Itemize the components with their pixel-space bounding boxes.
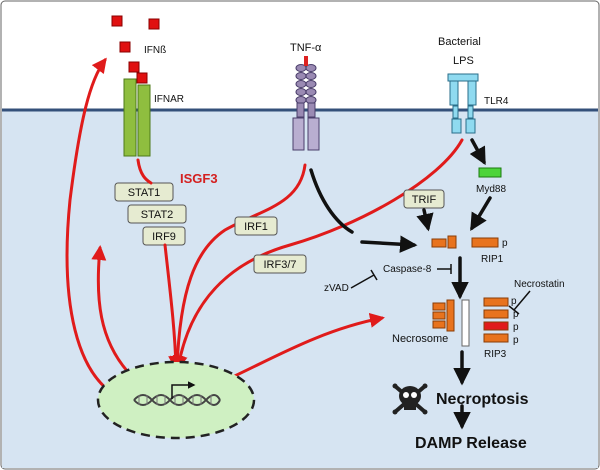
ifnb-ligand — [148, 18, 160, 30]
skull-crossbones-icon — [392, 383, 428, 415]
nucleus-to-ifnb-arrow — [65, 57, 127, 402]
tnf-to-rip1-curve — [309, 168, 354, 234]
irf9-box: IRF9 — [142, 226, 186, 246]
myd88-to-rip1-arrow — [470, 196, 492, 232]
irf1-label: IRF1 — [244, 221, 268, 233]
ifnb-label: IFNß — [144, 45, 166, 56]
tlr4-receptor — [447, 73, 479, 134]
irf1-box: IRF1 — [234, 216, 278, 236]
ifnar-receptor — [123, 78, 151, 157]
necrostatin-inhibition-bar — [508, 290, 531, 315]
tnf-to-rip1-arrow — [360, 235, 418, 253]
tnf-receptor — [292, 64, 320, 151]
damp-release-label: DAMP Release — [415, 435, 527, 452]
red-pathway-arrows — [65, 57, 464, 402]
trif-box: TRIF — [403, 189, 445, 209]
rip3-label: RIP3 — [484, 349, 507, 360]
transcription-start-arrow — [171, 381, 196, 399]
tlr4-label: TLR4 — [484, 96, 509, 107]
lps-label: LPS — [453, 55, 474, 67]
zvad-inhibition-bar — [350, 269, 378, 289]
rip1-label: RIP1 — [481, 254, 504, 265]
necroptosis-label: Necroptosis — [436, 391, 529, 408]
tnf-to-nucleus-arrow — [169, 163, 307, 371]
ifnb-ligand — [128, 61, 140, 73]
bacterial-label: Bacterial — [438, 36, 481, 48]
nucleus-to-necrosome-arrow — [224, 312, 385, 382]
ifnb-ligands — [111, 15, 160, 84]
trif-to-rip1-arrow — [416, 208, 434, 232]
ifnar-label: IFNAR — [154, 94, 184, 105]
black-pathway-arrows — [309, 138, 492, 430]
zvad-label: zVAD — [324, 283, 349, 294]
necrosome-phospho-p: p — [513, 309, 519, 320]
necrosome-phospho-p: p — [511, 296, 517, 307]
stat1-label: STAT1 — [128, 187, 161, 199]
rip1-complex — [431, 235, 499, 249]
nucleus — [96, 360, 256, 440]
trif-label: TRIF — [412, 194, 437, 206]
ifnar-to-isgf3-arrow — [136, 158, 153, 185]
caspase8-label: Caspase-8 — [383, 264, 432, 275]
stat1-box: STAT1 — [114, 182, 174, 202]
myd88-protein — [478, 167, 502, 178]
irf37-label: IRF3/7 — [263, 259, 296, 271]
isgf3-label: ISGF3 — [180, 171, 218, 186]
myd88-label: Myd88 — [476, 184, 506, 195]
irf9-label: IRF9 — [152, 231, 176, 243]
rip1-phospho-p: p — [502, 238, 508, 249]
ifnb-ligand — [111, 15, 123, 27]
tlr4-trif-to-nucleus-arrow — [172, 138, 464, 371]
cytoplasm-region — [2, 110, 598, 468]
irf37-box: IRF3/7 — [253, 254, 307, 274]
ifnb-ligand — [119, 41, 131, 53]
dna-helix-icon — [133, 381, 221, 406]
stat2-box: STAT2 — [127, 204, 187, 224]
ifnb-ligand — [136, 72, 148, 84]
caspase8-inhibition-bar — [437, 264, 452, 274]
tnf-alpha-label: TNF-α — [290, 42, 322, 54]
necrosome-phospho-p: p — [513, 322, 519, 333]
stat2-label: STAT2 — [141, 209, 174, 221]
nucleus-to-isgf3-arrow — [91, 245, 130, 374]
necrosome-complex — [432, 297, 509, 347]
tlr4-to-myd88-arrow — [469, 138, 486, 166]
necrosome-phospho-p: p — [513, 335, 519, 346]
necrostatin-label: Necrostatin — [514, 279, 565, 290]
necrosome-label: Necrosome — [392, 333, 448, 345]
